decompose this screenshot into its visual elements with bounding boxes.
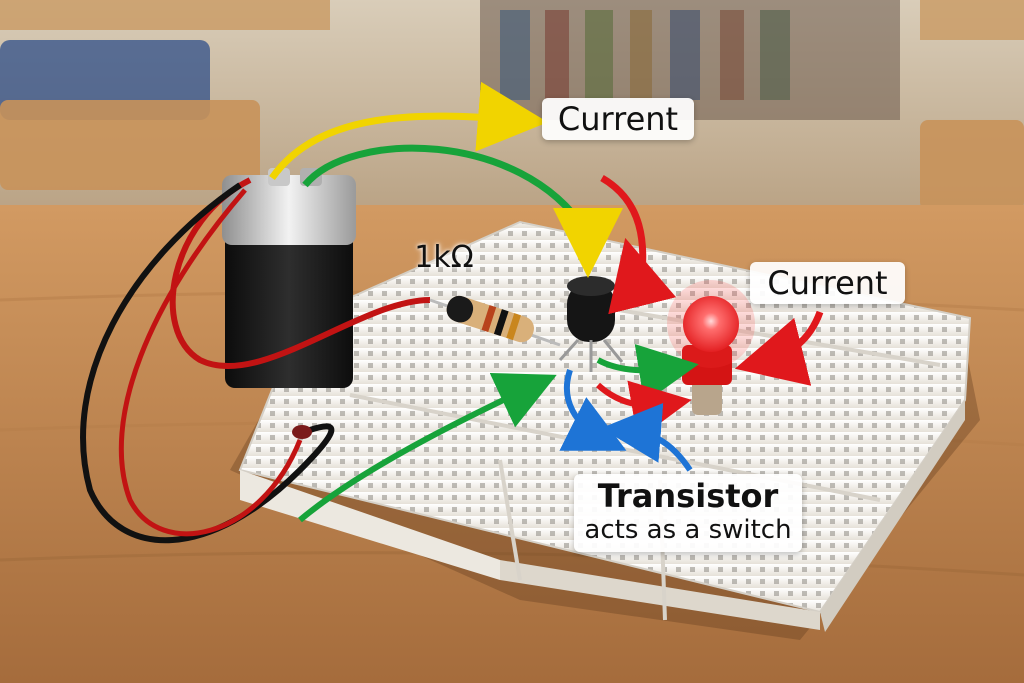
resistor-value-label: 1kΩ (414, 240, 474, 275)
current-label-right: Current (750, 262, 905, 304)
current-label-top: Current (542, 98, 694, 140)
transistor-caption: acts as a switch (584, 515, 792, 545)
transistor-label: Transistor acts as a switch (574, 474, 802, 552)
transistor-title: Transistor (597, 477, 779, 515)
